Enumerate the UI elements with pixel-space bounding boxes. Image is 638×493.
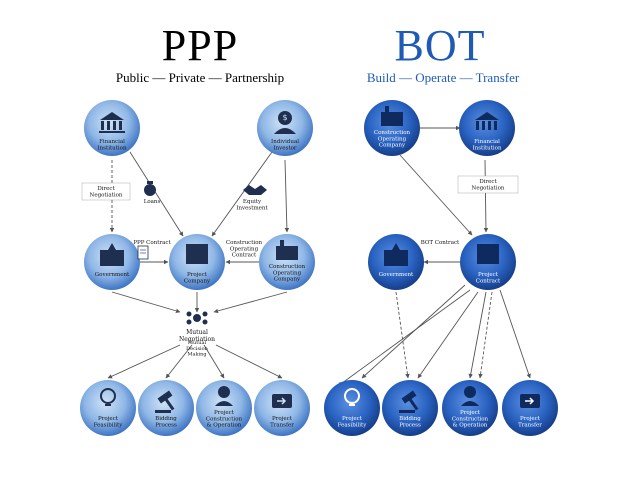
bot-title: BOT xyxy=(394,21,486,70)
lightbulb-icon xyxy=(344,388,360,406)
bot-arrow-project-transfer xyxy=(499,289,531,379)
gavel-icon xyxy=(155,390,175,413)
ppp-contract-label: PPP Contract xyxy=(133,240,171,246)
handshake-icon xyxy=(243,185,267,195)
transfer-icon xyxy=(272,394,292,408)
money-bag-icon xyxy=(144,181,156,196)
bot-node-government-label: Government xyxy=(379,272,414,278)
building-icon xyxy=(477,244,499,264)
bot-arrows xyxy=(337,125,531,387)
ppp-arrows xyxy=(107,151,290,379)
bot-arrow-construction-project xyxy=(399,154,473,236)
ppp-node-government-label: Government xyxy=(95,272,130,278)
bot-subtitle: Build — Operate — Transfer xyxy=(366,70,520,85)
ppp-loans-label: Loans xyxy=(144,199,161,205)
ppp-arrow-individual-project xyxy=(211,151,273,237)
ppp-arrow-mutual-transfer xyxy=(215,344,283,379)
network-icon xyxy=(186,311,208,325)
worker-icon xyxy=(461,386,479,406)
ppp-subtitle: Public — Private — Partnership xyxy=(115,70,285,85)
transfer-icon xyxy=(520,394,540,408)
svg-text:$: $ xyxy=(282,113,287,122)
ppp-arrow-mutual-feasibility xyxy=(107,344,181,379)
bot-arrow-financial-project xyxy=(483,159,489,233)
investor-icon xyxy=(274,111,296,134)
ppp-arrow-construction-mutual xyxy=(213,291,288,314)
government-icon xyxy=(384,243,408,266)
ppp-arrow-individual-construction xyxy=(284,159,290,233)
bank-icon xyxy=(99,112,125,133)
bot-node-government: Government xyxy=(368,234,424,290)
ppp-arrow-mutual-construction-op xyxy=(203,344,225,379)
ppp-arrow-mutual-bidding xyxy=(165,344,193,379)
lightbulb-icon xyxy=(100,388,116,406)
gavel-icon xyxy=(399,390,419,413)
ppp-arrow-government-mutual xyxy=(111,291,181,314)
factory-icon xyxy=(276,240,298,260)
ppp-arrow-financial-project xyxy=(129,151,184,237)
bot-arrow-government-bidding xyxy=(395,291,410,379)
bot-arrow-project-bidding xyxy=(417,291,479,379)
government-icon xyxy=(100,243,124,266)
worker-icon xyxy=(215,386,233,406)
bot-contract-label: BOT Contract xyxy=(421,240,460,246)
factory-icon xyxy=(381,106,403,126)
bank-icon xyxy=(475,112,499,130)
ppp-loans-group: Loans xyxy=(144,181,161,205)
ppp-contract-document-icon xyxy=(137,245,149,260)
bot-arrow-project-feasibility2 xyxy=(337,289,471,387)
bot-arrow-project-construction-op2 xyxy=(478,291,493,379)
bot-arrow-project-construction-op xyxy=(468,291,487,379)
ppp-node-government: Government xyxy=(84,234,140,290)
ppp-title: PPP xyxy=(161,21,239,70)
building-icon xyxy=(186,244,208,264)
